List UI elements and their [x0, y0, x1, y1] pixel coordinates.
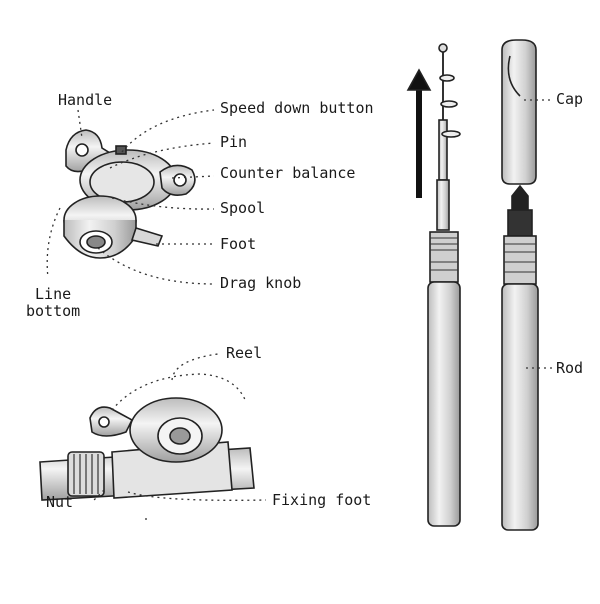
collapsed-rod — [501, 39, 539, 531]
label-foot: Foot — [220, 235, 257, 253]
label-rod: Rod — [556, 359, 584, 377]
label-reel: Reel — [226, 344, 263, 362]
label-line-bottom: Line bottom — [26, 285, 81, 320]
label-drag-knob: Drag knob — [220, 274, 302, 292]
leader-lines-bottom — [93, 353, 267, 520]
label-fixing-foot: Fixing foot — [272, 491, 372, 509]
label-speed-down-button: Speed down button — [220, 99, 374, 117]
label-pin: Pin — [220, 133, 248, 151]
telescopic-rod-extended — [406, 43, 461, 527]
drag-knob-part — [86, 235, 106, 249]
reel-top-illustration — [63, 129, 196, 259]
leader-lines-rods — [524, 99, 552, 369]
label-handle: Handle — [58, 91, 113, 109]
label-cap: Cap — [556, 90, 584, 108]
foot-part — [130, 227, 164, 247]
label-nut: Nut — [46, 493, 74, 511]
leader-lines-top — [46, 109, 215, 285]
cap-part — [501, 39, 537, 185]
reel-bottom-illustration — [39, 397, 255, 501]
label-spool: Spool — [220, 199, 266, 217]
label-counter-balance: Counter balance — [220, 164, 356, 182]
